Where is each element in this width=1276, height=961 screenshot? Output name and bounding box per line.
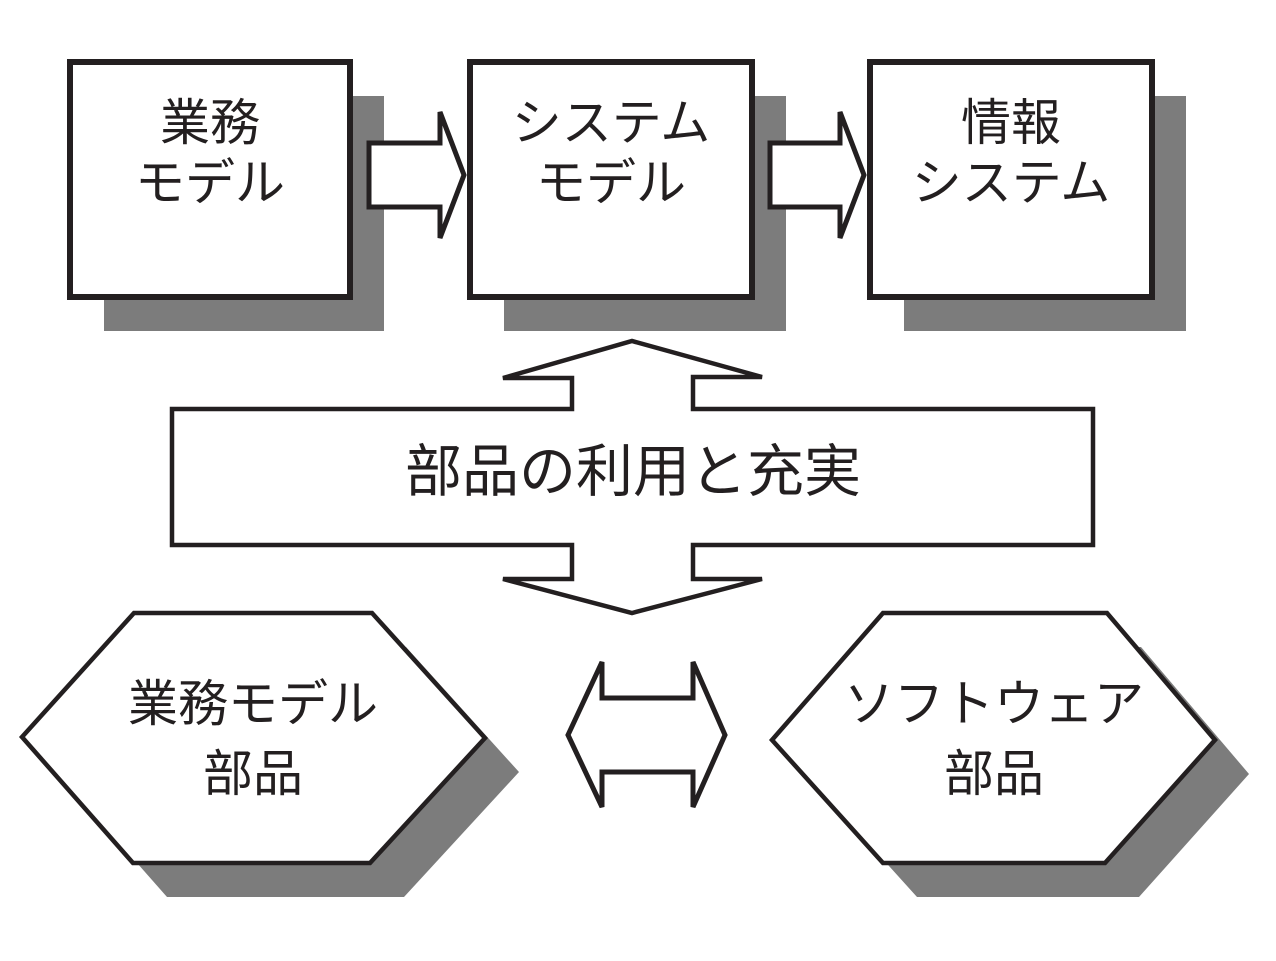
information-system-box [867, 59, 1155, 300]
business-model-parts-hexagon [18, 610, 489, 866]
information-system-label-line1: 情報 [961, 95, 1061, 151]
information-system-label-line2: システム [912, 155, 1111, 211]
business-model-parts-label-line2: 部品 [203, 746, 303, 802]
system-model-label-line2: モデル [536, 155, 686, 211]
software-parts-hexagon [768, 610, 1218, 866]
software-parts-label-line1: ソフトウェア [844, 676, 1144, 732]
parts-bar-label: 部品の利用と充実 [405, 440, 861, 504]
right-arrow-icon [366, 111, 467, 239]
left-right-arrow-icon [565, 660, 728, 809]
software-parts-label-line2: 部品 [944, 746, 1044, 802]
business-model-label-line2: モデル [135, 155, 285, 211]
system-model-label-line1: システム [512, 95, 711, 151]
system-model-box [467, 59, 755, 300]
business-model-parts-label-line1: 業務モデル [128, 676, 378, 732]
parts-bar-with-up-down-arrows [169, 338, 1096, 616]
business-model-label-line1: 業務 [160, 95, 260, 151]
right-arrow-icon [767, 111, 867, 239]
business-model-box [67, 59, 353, 300]
